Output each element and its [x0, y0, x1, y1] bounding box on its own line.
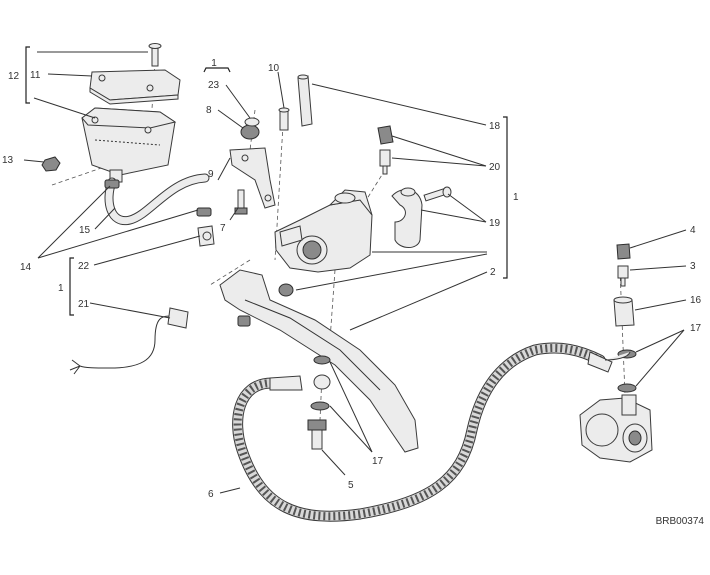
- callout-1-right: 1: [513, 192, 519, 203]
- clamp-screw: [423, 186, 452, 202]
- slave-seal: [613, 296, 635, 327]
- callout-21: 21: [78, 299, 90, 310]
- callout-7: 7: [220, 223, 226, 234]
- callout-15: 15: [79, 225, 91, 236]
- handlebar-clamp: [391, 187, 423, 248]
- callout-16: 16: [690, 295, 702, 306]
- callout-12: 12: [8, 71, 20, 82]
- callout-3: 3: [690, 261, 696, 272]
- slave-bleed-screw: [617, 265, 629, 287]
- callout-1-top: 1: [211, 58, 217, 69]
- callout-18: 18: [489, 121, 501, 132]
- hose-fitting: [197, 225, 215, 247]
- callout-20: 20: [489, 162, 501, 173]
- callout-4: 4: [690, 225, 696, 236]
- callout-1-left: 1: [58, 283, 64, 294]
- banjo-bolt: [307, 419, 327, 450]
- master-cylinder-body: [274, 189, 373, 273]
- callout-10: 10: [268, 63, 280, 74]
- reference-code: BRB00374: [656, 516, 705, 527]
- callout-6: 6: [208, 489, 214, 500]
- clutch-switch-cable: [69, 307, 189, 375]
- reservoir-nut: [41, 156, 61, 172]
- callout-22: 22: [78, 261, 90, 272]
- hose-clamp: [104, 179, 212, 217]
- callout-23: 23: [208, 80, 220, 91]
- bracket-screw: [234, 189, 248, 215]
- callout-19: 19: [489, 218, 501, 229]
- bleed-valve-cap: [377, 125, 394, 145]
- braided-clutch-hose: [232, 342, 631, 522]
- callout-14: 14: [20, 262, 32, 273]
- group-brackets: [25, 46, 508, 316]
- push-rod: [297, 74, 313, 127]
- callout-13: 13: [2, 155, 14, 166]
- leader-lines: [23, 51, 687, 494]
- pivot-bolt: [278, 107, 290, 131]
- callout-11: 11: [30, 70, 41, 81]
- slave-bleed-cap: [616, 243, 631, 260]
- reservoir-hose: [104, 173, 210, 226]
- bleed-valve: [379, 149, 391, 175]
- slave-cylinder: [579, 394, 653, 463]
- callout-8: 8: [206, 105, 212, 116]
- callout-5: 5: [348, 480, 354, 491]
- callout-labels: 1 1 1 2 3 4 5 6 7 8 9 10 11 12 13 14 15 …: [2, 58, 704, 527]
- clutch-lever: [219, 269, 419, 453]
- sealing-washer: [310, 349, 637, 411]
- reservoir-cap: [89, 69, 181, 105]
- fluid-reservoir: [81, 107, 177, 183]
- callout-17-right: 17: [690, 323, 702, 334]
- callout-17-mid: 17: [372, 456, 384, 467]
- rubber-grommet: [240, 117, 260, 140]
- callout-9: 9: [208, 169, 214, 180]
- reservoir-bracket: [229, 147, 276, 209]
- lever-bushing: [278, 283, 294, 297]
- reservoir-cap-screw: [148, 43, 162, 67]
- callout-2: 2: [490, 267, 496, 278]
